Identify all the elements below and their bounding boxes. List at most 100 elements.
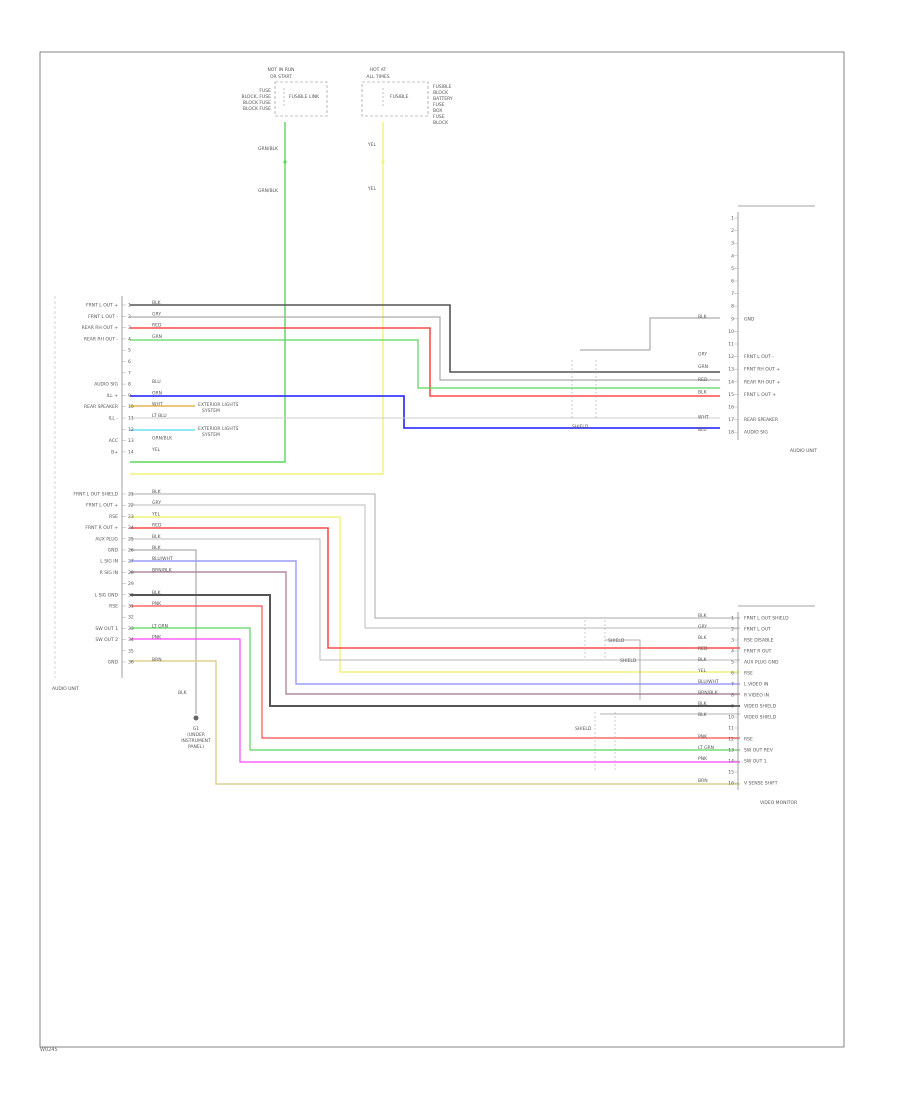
wire-label-yellow-lower: YEL bbox=[367, 186, 377, 192]
fuse-detail-line: FUSIBLE bbox=[433, 84, 452, 90]
pin-number: 16 bbox=[728, 405, 734, 411]
shield-label-lower-1: SHIELD bbox=[608, 638, 625, 644]
pin-number: 14 bbox=[728, 759, 734, 765]
pin-number: 6 bbox=[128, 359, 131, 365]
pin-number: 2 bbox=[128, 314, 131, 320]
pin-number: 13 bbox=[728, 367, 734, 373]
ground-wire-label: BLK bbox=[178, 690, 188, 696]
pin-number: 28 bbox=[128, 570, 134, 576]
pin-number: 3 bbox=[731, 638, 734, 644]
pin-number: 3 bbox=[731, 241, 734, 247]
pin-number: 11 bbox=[728, 342, 734, 348]
pin-label: REAR RH OUT + bbox=[82, 325, 119, 331]
wire-color-label: BLK bbox=[698, 701, 708, 707]
pin-label: B+ bbox=[111, 449, 118, 455]
wire-color-label: YEL bbox=[697, 668, 707, 674]
wire-color-label: GRN bbox=[698, 364, 708, 370]
pin-number: 35 bbox=[128, 648, 134, 654]
pin-label: L SIG IN bbox=[100, 559, 118, 565]
wire-lower-aux bbox=[130, 538, 740, 661]
wire-lower-magenta bbox=[130, 638, 740, 763]
fuse-block-box bbox=[361, 81, 429, 117]
pin-number: 8 bbox=[731, 693, 734, 699]
shield-splice-upper bbox=[571, 360, 597, 420]
pin-number: 14 bbox=[728, 379, 734, 385]
wire-lower-vshield bbox=[130, 594, 740, 707]
wire-color-label: PNK bbox=[698, 756, 708, 762]
pin-number: 10 bbox=[728, 329, 734, 335]
note-exterior-lights-2: EXTERIOR LIGHTS bbox=[198, 426, 238, 432]
pin-label: SW OUT REV bbox=[744, 748, 774, 754]
pin-number: 1 bbox=[731, 216, 734, 222]
pin-number: 23 bbox=[128, 514, 134, 520]
wire-color-label: PNK bbox=[698, 734, 708, 740]
pin-number: 33 bbox=[128, 626, 134, 632]
ground-symbol bbox=[193, 715, 199, 721]
wire-lower-gry bbox=[130, 504, 740, 629]
pin-number: 10 bbox=[728, 715, 734, 721]
pin-label: RSE bbox=[109, 514, 118, 520]
pin-number: 24 bbox=[128, 525, 134, 531]
fuse-line: BLOCK FUSE bbox=[243, 106, 271, 112]
wire-color-label: BRN/BLK bbox=[152, 567, 173, 573]
pin-number: 9 bbox=[731, 704, 734, 710]
pin-number: 32 bbox=[128, 615, 134, 621]
wire-color-label: GRY bbox=[152, 311, 161, 317]
shield-label-lower-2: SHIELD bbox=[620, 658, 637, 664]
pin-number: 4 bbox=[128, 336, 131, 342]
wire-color-label: BLK bbox=[152, 489, 162, 495]
pin-number: 1 bbox=[731, 616, 734, 622]
pin-number: 26 bbox=[128, 548, 134, 554]
pin-number: 5 bbox=[128, 348, 131, 354]
wire-color-label: GRN/BLK bbox=[152, 436, 173, 442]
wire-color-label: BLK bbox=[152, 545, 162, 551]
pin-number: 13 bbox=[128, 438, 134, 444]
pin-number: 6 bbox=[731, 671, 734, 677]
wire-color-label: PNK bbox=[152, 601, 162, 607]
pin-number: 29 bbox=[128, 581, 134, 587]
wire-color-label: RED bbox=[152, 523, 162, 529]
pin-label: RSE bbox=[109, 604, 118, 610]
pin-label: REAR RH OUT - bbox=[84, 336, 119, 342]
wire-lower-blu bbox=[130, 560, 740, 685]
pin-label: R VIDEO IN bbox=[744, 693, 769, 699]
wire-color-label: BRN bbox=[698, 778, 708, 784]
wire-color-label: GRY bbox=[698, 352, 707, 358]
pin-label: ILL - bbox=[109, 416, 119, 422]
pin-label: SW OUT 1 bbox=[95, 626, 118, 632]
splice-dot bbox=[283, 160, 287, 164]
pin-label: FRNT L OUT SHIELD bbox=[73, 492, 118, 498]
fuse-line: FUSE bbox=[259, 88, 271, 94]
wire-lower-gnd bbox=[130, 549, 197, 714]
pin-label: FRNT L OUT + bbox=[744, 392, 776, 398]
wire-color-label: LT GRN bbox=[152, 623, 168, 629]
wire-lower-brown bbox=[130, 660, 740, 785]
pin-label: GND bbox=[744, 316, 755, 322]
ground-line: G1 bbox=[193, 726, 199, 732]
note-exterior-lights-1: EXTERIOR LIGHTS bbox=[198, 402, 238, 408]
fuse-detail-line: FUSE bbox=[433, 114, 445, 120]
fuse-block-header-2: OR START bbox=[270, 74, 292, 80]
fuse-line: BLOCK, FUSE bbox=[241, 94, 271, 100]
fuse-block-hot-at-all-times: HOT AT ALL TIMES FUSIBLE FUSIBLE BLOCK B… bbox=[361, 67, 453, 126]
wire-color-label: BLK bbox=[152, 300, 162, 306]
pin-label: FRNT L OUT SHIELD bbox=[744, 616, 789, 622]
fuse-detail-line: BLOCK bbox=[433, 90, 449, 96]
pin-number: 31 bbox=[128, 604, 134, 610]
pin-label: V SENSE SHIFT bbox=[744, 781, 778, 787]
wire-lower-brn bbox=[130, 571, 740, 695]
note-exterior-lights-1b: SYSTEM bbox=[202, 408, 220, 414]
fuse-block-header-1: HOT AT bbox=[370, 67, 387, 73]
pin-number: 2 bbox=[731, 228, 734, 234]
pin-label: REAR SPEAKER bbox=[84, 404, 118, 410]
wire-color-label: YEL bbox=[151, 511, 161, 517]
wire-upper-gnd bbox=[649, 317, 720, 350]
wire-upper-blk bbox=[130, 304, 720, 373]
fuse-block-run-start: NOT IN RUN OR START FUSE BLOCK, FUSE BLO… bbox=[241, 67, 328, 117]
pin-number: 5 bbox=[731, 266, 734, 272]
pin-number: 11 bbox=[128, 416, 134, 422]
pin-label: FRNT L OUT bbox=[744, 627, 771, 633]
wire-color-label: BLK bbox=[698, 613, 708, 619]
